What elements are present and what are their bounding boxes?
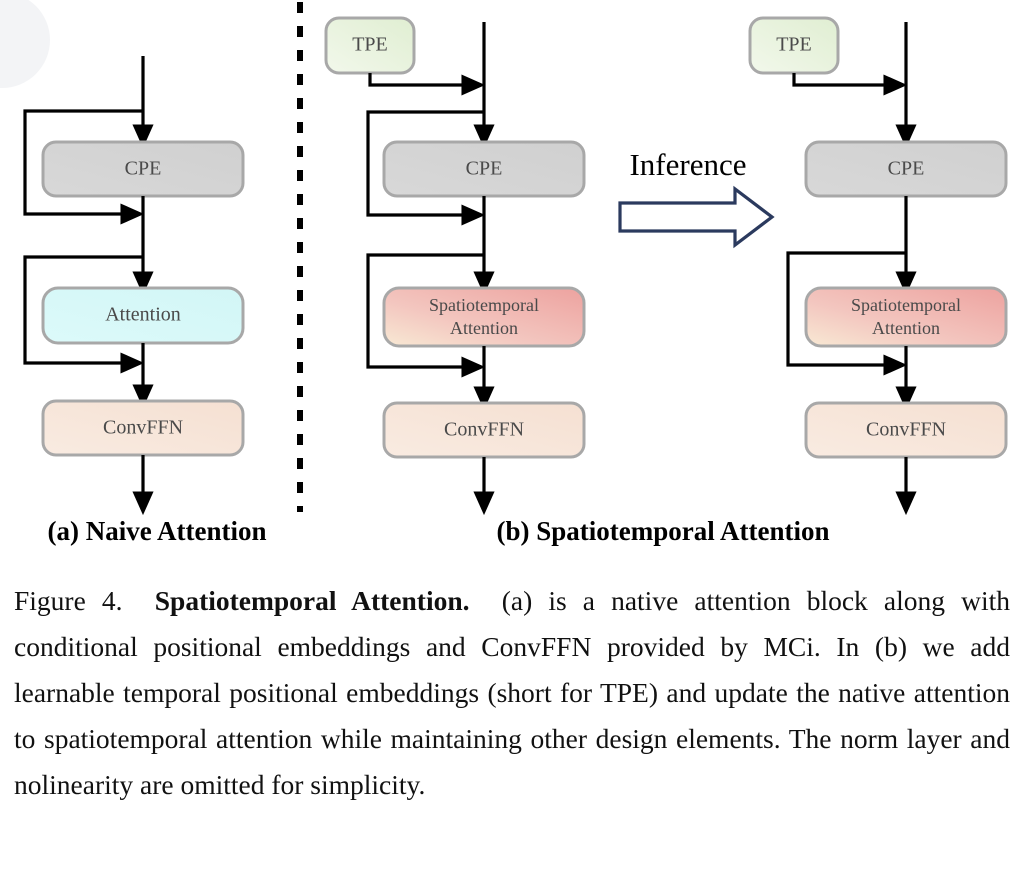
- block-c-convffn-label: ConvFFN: [866, 419, 946, 441]
- panel-naive-attention: CPE Attention ConvFFN (a) Naive Attentio…: [23, 56, 267, 546]
- block-b-spatiotemporal-attention-label-1: Spatiotemporal: [429, 295, 539, 315]
- inference-label: Inference: [629, 147, 746, 182]
- subcaption-a: (a) Naive Attention: [48, 516, 267, 546]
- caption-body: (a) is a native attention block along wi…: [14, 585, 1010, 800]
- block-a-cpe-label: CPE: [125, 158, 162, 180]
- spatiotemporal-attention-figure: CPE Attention ConvFFN (a) Naive Attentio…: [23, 2, 1008, 546]
- block-b-tpe-label: TPE: [352, 34, 388, 56]
- block-a-convffn-label: ConvFFN: [103, 417, 183, 439]
- residual-a-cpe: [23, 109, 145, 225]
- inference-arrow-icon: [618, 185, 775, 249]
- block-a-attention-label: Attention: [105, 304, 181, 326]
- tpe-merge-c: [792, 73, 908, 96]
- residual-a-attention: [23, 255, 145, 374]
- tpe-merge-b: [368, 73, 486, 96]
- residual-b-attention: [366, 253, 486, 378]
- subcaption-b: (b) Spatiotemporal Attention: [497, 516, 830, 546]
- panel-spatiotemporal-training: TPE CPE Spatiotemporal Attention ConvFFN: [324, 16, 830, 546]
- figure-caption: Figure 4. Spatiotemporal Attention. (a) …: [14, 578, 1010, 808]
- block-b-cpe-label: CPE: [466, 158, 503, 180]
- caption-figure-number: Figure 4.: [14, 585, 123, 616]
- block-b-convffn-label: ConvFFN: [444, 419, 524, 441]
- residual-c-attention: [786, 251, 908, 376]
- block-c-cpe-label: CPE: [888, 158, 925, 180]
- block-c-tpe-label: TPE: [776, 34, 812, 56]
- inference-transition: Inference: [618, 147, 775, 249]
- residual-b-cpe: [366, 110, 486, 226]
- caption-title: Spatiotemporal Attention.: [154, 585, 470, 616]
- block-c-spatiotemporal-attention-label-2: Attention: [872, 318, 940, 338]
- block-c-spatiotemporal-attention-label-1: Spatiotemporal: [851, 295, 961, 315]
- block-b-spatiotemporal-attention-label-2: Attention: [450, 318, 518, 338]
- panel-spatiotemporal-inference: TPE CPE Spatiotemporal Attention ConvFFN: [748, 16, 1008, 516]
